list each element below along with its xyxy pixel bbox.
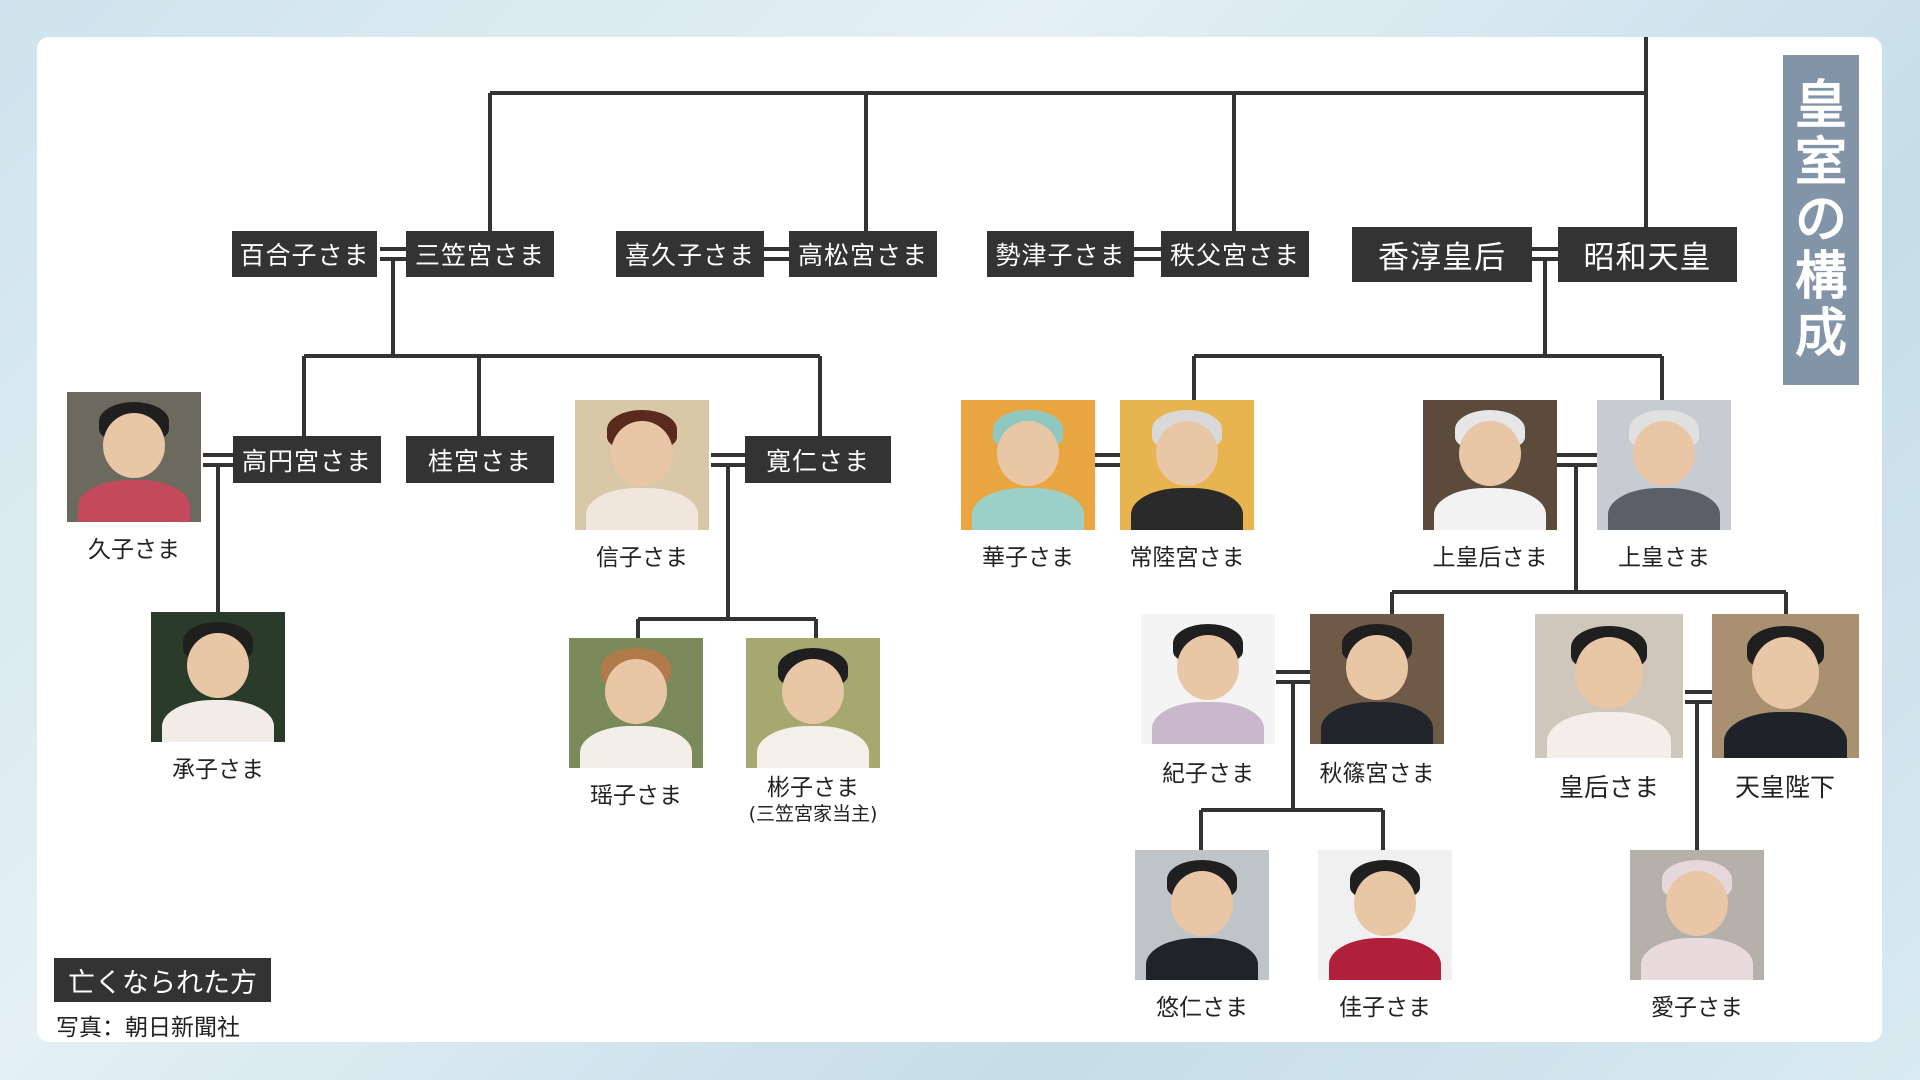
photo-akishinonomiya	[1310, 614, 1444, 744]
chart-title: 皇 室 の 構 成	[1783, 55, 1859, 385]
photo-akiko	[746, 638, 880, 768]
label-akiko-name: 彬子さま	[766, 775, 859, 801]
label-hisahito: 悠仁さま	[1156, 995, 1248, 1021]
box-yuriko: 百合子さま	[232, 231, 377, 277]
box-takamatsunomiya: 高松宮さま	[789, 231, 937, 277]
photo-hanako	[961, 400, 1095, 530]
box-chichibunomiya: 秩父宮さま	[1161, 231, 1309, 277]
box-mikasanomiya: 三笠宮さま	[406, 231, 554, 277]
box-kojun: 香淳皇后	[1352, 227, 1532, 282]
label-hanako: 華子さま	[982, 545, 1074, 571]
title-char-1: 皇	[1794, 75, 1847, 136]
photo-tenno	[1712, 614, 1859, 758]
photo-joko-emperor	[1597, 400, 1731, 530]
label-hitachinomiya: 常陸宮さま	[1129, 545, 1245, 571]
title-char-5: 成	[1794, 303, 1847, 364]
photo-kako	[1318, 850, 1452, 980]
photo-kiko	[1141, 614, 1275, 744]
label-akiko: 彬子さま (三笠宮家当主)	[749, 775, 878, 827]
photo-credit: 写真：朝日新聞社	[56, 1015, 240, 1041]
photo-tsuguko	[151, 612, 285, 742]
photo-hisahito	[1135, 850, 1269, 980]
label-aiko: 愛子さま	[1651, 995, 1743, 1021]
title-char-3: の	[1794, 189, 1847, 250]
photo-nobuko	[575, 400, 709, 530]
label-hisako: 久子さま	[88, 537, 180, 563]
label-tsuguko: 承子さま	[172, 757, 264, 783]
label-kako: 佳子さま	[1339, 995, 1431, 1021]
label-yoko: 瑶子さま	[590, 783, 682, 809]
title-char-4: 構	[1794, 246, 1847, 307]
box-kikuko: 喜久子さま	[616, 231, 764, 277]
legend-deceased: 亡くなられた方	[54, 958, 271, 1002]
label-tenno: 天皇陛下	[1734, 773, 1836, 802]
label-kogo: 皇后さま	[1558, 773, 1660, 802]
label-akiko-note: (三笠宮家当主)	[748, 803, 878, 825]
photo-hitachinomiya	[1120, 400, 1254, 530]
photo-joko	[1423, 400, 1557, 530]
label-joko: 上皇后さま	[1432, 545, 1548, 571]
label-nobuko: 信子さま	[596, 545, 688, 571]
title-char-2: 室	[1794, 132, 1847, 193]
box-katsuranomiya: 桂宮さま	[406, 436, 554, 483]
box-setsuko: 勢津子さま	[987, 231, 1134, 277]
label-akishinonomiya: 秋篠宮さま	[1319, 761, 1435, 787]
label-joko-emperor: 上皇さま	[1618, 545, 1710, 571]
box-tomohito: 寛仁さま	[745, 436, 891, 483]
box-showa: 昭和天皇	[1558, 227, 1737, 282]
photo-yoko	[569, 638, 703, 768]
box-takamadonomiya: 高円宮さま	[233, 436, 381, 483]
label-kiko: 紀子さま	[1162, 761, 1254, 787]
photo-hisako	[67, 392, 201, 522]
photo-aiko	[1630, 850, 1764, 980]
photo-kogo	[1535, 614, 1683, 758]
